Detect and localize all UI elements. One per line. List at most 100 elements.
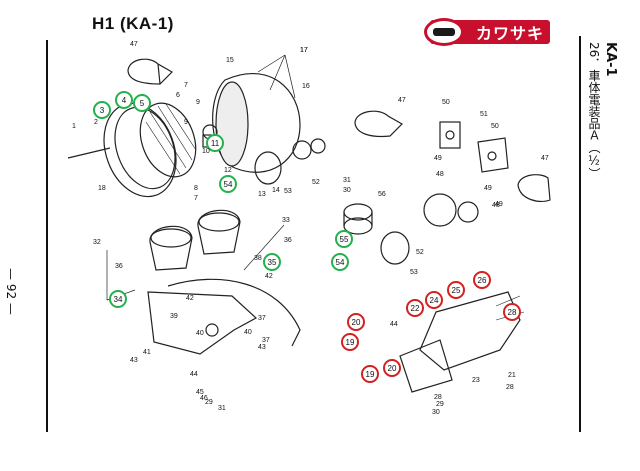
part-label-12: 12 <box>224 167 232 174</box>
part-label-46: 46 <box>200 395 208 402</box>
part-label-29: 29 <box>205 399 213 406</box>
callout-red-24-ring <box>425 291 443 309</box>
part-label-2: 2 <box>94 119 98 126</box>
part-label-44: 44 <box>190 371 198 378</box>
callout-green-5-ring <box>133 94 151 112</box>
part-label-28: 28 <box>506 384 514 391</box>
callout-red-28: 28 <box>508 308 517 317</box>
callout-green-4-ring <box>115 91 133 109</box>
callout-red-20-ring <box>383 359 401 377</box>
part-label-49: 49 <box>495 201 503 208</box>
callout-green-3: 3 <box>100 106 105 115</box>
part-label-16: 16 <box>302 83 310 90</box>
part-label-7: 7 <box>184 82 188 89</box>
part-label-17: 17 <box>300 47 308 54</box>
part-label-49: 49 <box>484 185 492 192</box>
pilot-lamp-upper-drawing <box>254 138 326 185</box>
callout-green-34: 34 <box>114 295 123 304</box>
part-label-17: 17 <box>300 47 308 54</box>
part-label-51: 51 <box>480 111 488 118</box>
part-label-33: 33 <box>282 217 290 224</box>
callout-red-20: 20 <box>388 364 397 373</box>
turn-signal-rear-left-drawing <box>354 110 403 138</box>
part-label-7: 7 <box>194 195 198 202</box>
meter-bracket-drawing <box>147 291 258 355</box>
pilot-lamp-lower-drawing <box>380 193 479 265</box>
part-label-30: 30 <box>343 187 351 194</box>
part-label-47: 47 <box>398 97 406 104</box>
part-label-31: 31 <box>218 405 226 412</box>
part-drawings <box>67 54 551 393</box>
part-label-23: 23 <box>472 377 480 384</box>
part-label-43: 43 <box>130 357 138 364</box>
part-label-53: 53 <box>284 188 292 195</box>
callout-green-35: 35 <box>268 258 277 267</box>
part-label-8: 8 <box>194 185 198 192</box>
callout-red-19: 19 <box>366 370 375 379</box>
headlight-screw-drawing <box>67 147 111 159</box>
part-label-1: 1 <box>72 123 76 130</box>
callout-red-25: 25 <box>452 286 461 295</box>
callout-green-11: 11 <box>211 139 220 148</box>
part-label-9: 9 <box>196 99 200 106</box>
part-label-44: 44 <box>390 321 398 328</box>
part-label-31: 31 <box>343 177 351 184</box>
signal-bracket-left-drawing <box>439 121 461 149</box>
part-label-43: 43 <box>258 344 266 351</box>
callout-green-5: 5 <box>140 99 145 108</box>
part-label-52: 52 <box>416 249 424 256</box>
part-label-50: 50 <box>491 123 499 130</box>
part-label-36: 36 <box>284 237 292 244</box>
part-label-18: 18 <box>98 185 106 192</box>
kawasaki-logo-text: カワサキ <box>475 24 544 43</box>
callout-green-54-ring <box>331 253 349 271</box>
part-label-36: 36 <box>115 263 123 270</box>
part-label-28: 28 <box>434 394 442 401</box>
part-label-38: 38 <box>254 255 262 262</box>
callout-green-54: 54 <box>224 180 233 189</box>
callout-red-22: 22 <box>411 304 420 313</box>
part-label-39: 39 <box>170 313 178 320</box>
part-label-30: 30 <box>432 409 440 416</box>
part-label-48: 48 <box>492 202 500 209</box>
part-label-52: 52 <box>312 179 320 186</box>
kawasaki-logo-mark <box>424 18 464 46</box>
callout-green-4: 4 <box>122 96 127 105</box>
right-margin-rule <box>579 36 581 432</box>
callout-green-3-ring <box>93 101 111 119</box>
callout-green-55: 55 <box>340 235 349 244</box>
part-label-41: 41 <box>143 349 151 356</box>
callout-red-28-ring <box>503 303 521 321</box>
signal-bracket-right-drawing <box>477 137 509 173</box>
callout-green-54: 54 <box>336 258 345 267</box>
callout-red-26-ring <box>473 271 491 289</box>
headlight-lens-drawing <box>139 102 197 178</box>
horn-coil-drawing <box>343 203 373 235</box>
part-label-10: 10 <box>202 148 210 155</box>
part-label-9: 9 <box>184 119 188 126</box>
part-label-29: 29 <box>436 401 444 408</box>
part-label-53: 53 <box>410 269 418 276</box>
callout-red-26: 26 <box>478 276 487 285</box>
part-label-45: 45 <box>196 389 204 396</box>
part-label-37: 37 <box>258 315 266 322</box>
part-label-6: 6 <box>176 92 180 99</box>
part-label-49: 49 <box>434 155 442 162</box>
part-label-40: 40 <box>244 329 252 336</box>
part-label-47: 47 <box>130 41 138 48</box>
part-label-14: 14 <box>272 187 280 194</box>
part-label-42: 42 <box>186 295 194 302</box>
part-label-37: 37 <box>262 337 270 344</box>
part-label-21: 21 <box>508 372 516 379</box>
callout-green-55-ring <box>335 230 353 248</box>
callout-red-24: 24 <box>430 296 439 305</box>
turn-signal-front-left-drawing <box>127 58 173 85</box>
meter-cable-drawing <box>167 278 301 347</box>
part-label-40: 40 <box>196 330 204 337</box>
part-label-48: 48 <box>436 171 444 178</box>
part-label-47: 47 <box>541 155 549 162</box>
